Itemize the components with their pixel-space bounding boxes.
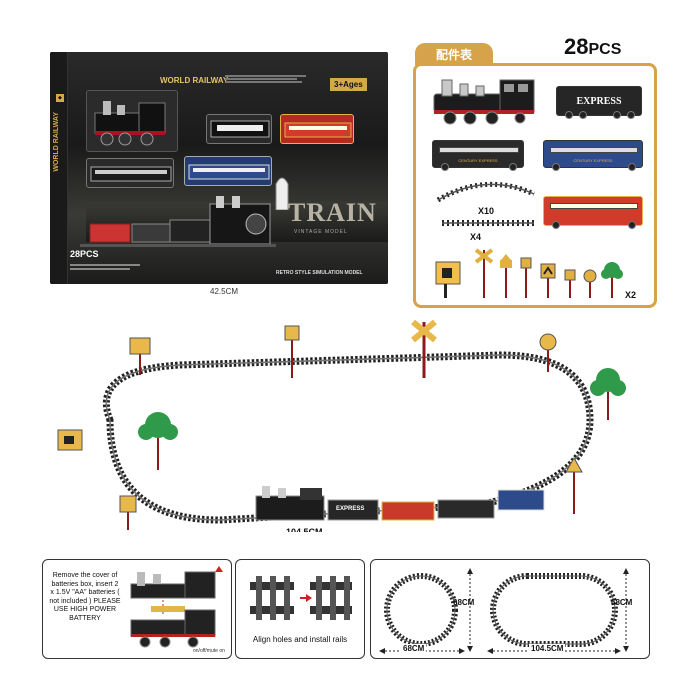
track-layout-scene bbox=[57, 319, 626, 530]
battery-locomotive-diagram bbox=[130, 566, 223, 648]
century-express-label-2: CENTURY EXPRESS bbox=[573, 158, 613, 163]
circle-height-label: 68CM bbox=[453, 598, 475, 607]
battery-instructions: Remove the cover of batteries box, inser… bbox=[49, 572, 121, 622]
box-tile-blue-car bbox=[184, 156, 272, 186]
part-blue-passenger-car: CENTURY EXPRESS bbox=[543, 140, 643, 171]
part-locomotive bbox=[433, 79, 535, 125]
circle-width-label: 68CM bbox=[401, 644, 427, 653]
part-curved-rail bbox=[436, 181, 536, 203]
dimension-panel: 68CM 68CM 68CM 104.5CM bbox=[370, 559, 650, 659]
pcs-number: 28 bbox=[564, 34, 589, 59]
oval-width-label: 104.5CM bbox=[529, 644, 566, 653]
box-model-line: RETRO STYLE SIMULATION MODEL bbox=[276, 270, 363, 276]
battery-instruction-panel: Remove the cover of batteries box, inser… bbox=[42, 559, 232, 659]
part-black-passenger-car: CENTURY EXPRESS bbox=[432, 140, 524, 171]
switch-note: on/off/mute on bbox=[193, 648, 225, 654]
box-tile-locomotive bbox=[86, 90, 178, 152]
box-subtitle: VINTAGE MODEL bbox=[294, 229, 348, 235]
part-straight-rail bbox=[442, 220, 534, 226]
layout-express-label: EXPRESS bbox=[336, 506, 365, 512]
rail-install-panel: Align holes and install rails bbox=[235, 559, 365, 659]
box-pcs: 28PCS bbox=[70, 249, 99, 259]
oval-height-arrow bbox=[623, 568, 629, 652]
box-side-panel: WORLD RAILWAY bbox=[50, 52, 68, 284]
box-scene-train bbox=[80, 196, 276, 247]
box-title: TRAIN bbox=[288, 198, 377, 227]
box-badge: ◆ bbox=[56, 94, 64, 102]
parts-list-tab: 配件表 bbox=[415, 43, 493, 65]
straight-rail-count: X4 bbox=[470, 232, 482, 242]
smoke-stack-icon bbox=[275, 177, 289, 210]
oval-height-label: 68CM bbox=[611, 598, 633, 607]
part-tender-express: EXPRESS bbox=[556, 86, 642, 119]
layout-partial-dimension: 104.5CM bbox=[286, 527, 323, 537]
rail-install-caption: Align holes and install rails bbox=[252, 635, 348, 644]
tree-count: X2 bbox=[625, 290, 637, 300]
pcs-unit: PCS bbox=[588, 41, 622, 58]
part-accessories-row bbox=[435, 248, 623, 298]
oval-track-diagram bbox=[490, 573, 618, 647]
box-tile-express bbox=[206, 114, 272, 144]
circle-track-diagram bbox=[384, 573, 458, 647]
age-badge: 3+Ages bbox=[330, 78, 367, 91]
part-red-passenger-car bbox=[543, 196, 643, 229]
box-note-lines bbox=[70, 262, 140, 272]
circle-height-arrow bbox=[467, 568, 473, 652]
curved-rail-count: X10 bbox=[478, 206, 495, 216]
century-express-label-1: CENTURY EXPRESS bbox=[458, 158, 498, 163]
product-box: WORLD RAILWAY ◆ WORLD RAILWAY 3+Ages bbox=[50, 52, 388, 284]
box-width-label: 42.5CM bbox=[210, 287, 239, 296]
express-label: EXPRESS bbox=[576, 96, 622, 107]
box-blurb-lines bbox=[225, 74, 315, 84]
pcs-count-title: 28PCS bbox=[564, 34, 621, 60]
layout-train bbox=[255, 486, 545, 521]
box-tile-red-car bbox=[280, 114, 354, 144]
rail-align-diagram bbox=[250, 576, 352, 620]
box-side-text: WORLD RAILWAY bbox=[53, 112, 60, 172]
box-tile-black-car bbox=[86, 158, 174, 188]
box-brand: WORLD RAILWAY bbox=[160, 76, 229, 85]
